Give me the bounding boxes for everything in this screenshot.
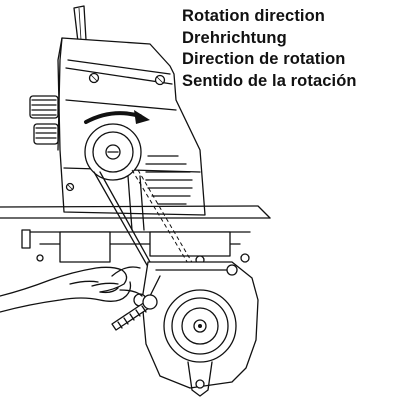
rotation-arrow-icon [84,110,150,124]
label-english: Rotation direction [182,7,325,25]
upper-pulley [84,123,142,181]
rotation-direction-labels: Rotation direction Drehrichtung Directio… [182,6,398,92]
hand-illustration [0,266,143,313]
side-dials [29,95,59,145]
label-french: Direction de rotation [182,50,346,68]
lower-pulley [163,289,237,397]
table-surface [0,205,271,265]
label-spanish: Sentido de la rotación [182,71,357,90]
spool-pin [73,5,87,43]
label-german: Drehrichtung [182,28,287,47]
adjustment-bolt [111,294,158,331]
vent-grille [145,155,193,205]
